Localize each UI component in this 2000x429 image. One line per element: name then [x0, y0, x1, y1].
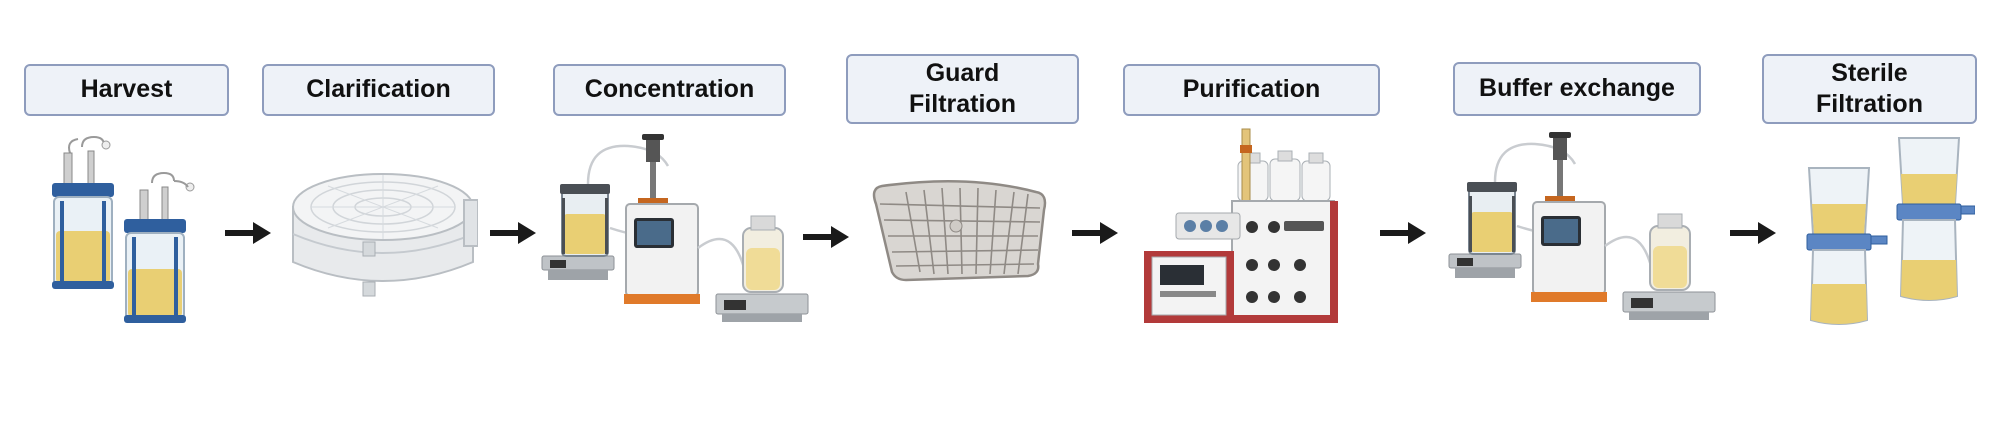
- arrow-right-icon: [1072, 222, 1118, 244]
- bottle-top-filter-icon: [1806, 137, 1975, 325]
- bottle-top-filter-unit-right: [1896, 137, 1975, 301]
- tff-system-icon: [1448, 132, 1716, 320]
- arrow-right-icon: [1730, 222, 1776, 244]
- stage-label-harvest: Harvest: [24, 64, 229, 116]
- bottle-top-filter-unit-left: [1806, 167, 1888, 325]
- arrow-right-icon: [1380, 222, 1426, 244]
- stage-label-sterile-filtration: Sterile Filtration: [1762, 54, 1977, 124]
- arrow-right-icon: [225, 222, 271, 244]
- stage-label-buffer-exchange: Buffer exchange: [1453, 62, 1701, 116]
- arrow-right-icon: [490, 222, 536, 244]
- bioreactor-vessels-icon: [52, 135, 195, 323]
- bioreactor-vessel-left: [52, 135, 114, 289]
- stage-label-concentration: Concentration: [553, 64, 786, 116]
- stage-label-purification: Purification: [1123, 64, 1380, 116]
- arrow-right-icon: [803, 226, 849, 248]
- stage-label-guard-filtration: Guard Filtration: [846, 54, 1079, 124]
- filter-plate-icon: [872, 179, 1047, 282]
- chromatography-system-icon: [1144, 128, 1338, 323]
- stage-label-clarification: Clarification: [262, 64, 495, 116]
- tff-system-icon: [541, 134, 809, 322]
- depth-filter-capsule-icon: [292, 173, 478, 297]
- bioreactor-vessel-right: [124, 171, 195, 323]
